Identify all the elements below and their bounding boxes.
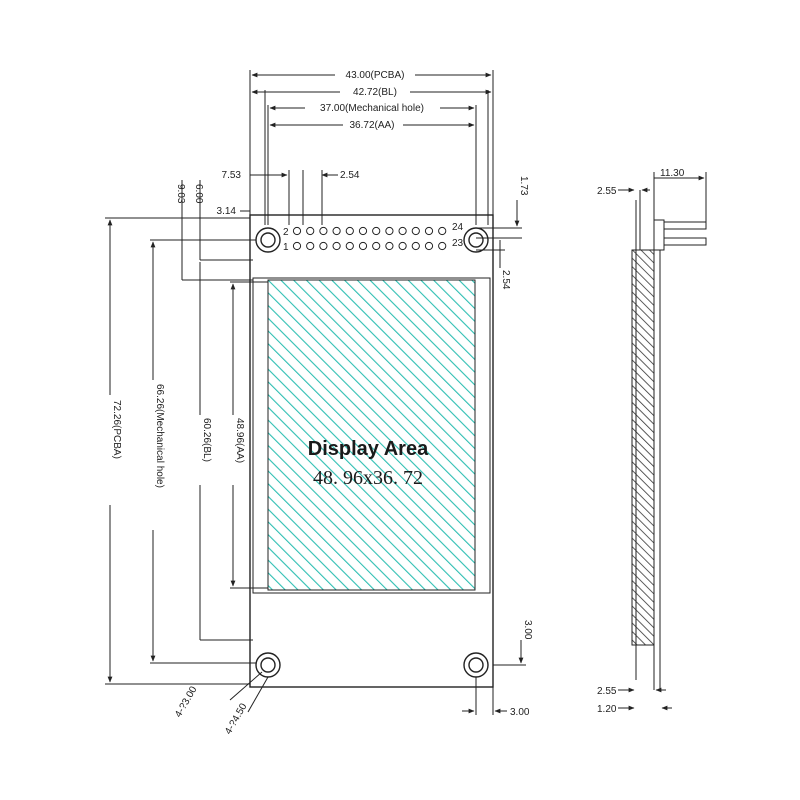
dim-300-side: 3.00 — [493, 620, 533, 666]
dim-254: 2.54 — [476, 240, 511, 290]
side-view: 11.30 2.55 2.55 1.20 — [597, 168, 707, 715]
header-pin — [345, 241, 354, 251]
header-pin — [411, 241, 420, 251]
dim-903-label: 9.03 — [175, 184, 186, 204]
dim-aa-width-label: 36.72(AA) — [349, 120, 394, 131]
dim-bl-width-label: 42.72(BL) — [353, 87, 397, 98]
header-pin — [438, 226, 447, 236]
dim-aa-height: 48.96(AA) — [226, 281, 268, 589]
dim-pcba-height-label: 72.26(PCBA) — [111, 400, 122, 459]
side-view-body — [631, 249, 655, 646]
dim-300-side-label: 3.00 — [522, 620, 533, 640]
backlight-outline — [252, 277, 491, 594]
dim-903: 9.03 — [175, 180, 253, 281]
header-pin — [385, 226, 394, 236]
header-pin — [319, 241, 328, 251]
dim-aa-width: 36.72(AA) — [269, 118, 475, 131]
side-pin-lower — [663, 237, 707, 246]
header-pin — [385, 241, 394, 251]
dim-173: 1.73 — [476, 176, 529, 239]
header-pin — [332, 226, 341, 236]
mounting-hole-bottom-right — [463, 652, 489, 678]
display-area-size: 48. 96x36. 72 — [313, 467, 423, 489]
pad-dia-label: 4-?4.50 — [223, 701, 250, 736]
hole-dia-label: 4-?3.00 — [173, 684, 200, 719]
dim-bl-height-label: 60.26(BL) — [201, 418, 212, 462]
dim-mech-hole-height: 66.26(Mechanical hole) — [146, 239, 256, 664]
dim-pin-offset: 7.53 2.54 — [222, 170, 360, 225]
header-pin — [438, 241, 447, 251]
dim-300-bottom-label: 3.00 — [510, 707, 530, 718]
header-pin — [398, 241, 407, 251]
dim-pin-offset-label: 7.53 — [222, 170, 242, 181]
dim-173-label: 1.73 — [518, 176, 529, 196]
mounting-hole-bottom-left — [255, 652, 281, 678]
pin-label-24: 24 — [452, 222, 464, 233]
dim-mech-hole-width: 37.00(Mechanical hole) — [267, 101, 477, 225]
header-pin — [292, 226, 302, 236]
pcba-outline — [249, 214, 494, 688]
dim-mech-hole-height-label: 66.26(Mechanical hole) — [154, 384, 165, 488]
dim-pin-row-offset: 3.14 — [217, 206, 250, 217]
header-pin — [424, 226, 434, 236]
header-pin — [319, 226, 328, 236]
hole-callouts: 4-?3.00 4-?4.50 — [173, 671, 269, 737]
side-bottom-thk-label: 2.55 — [597, 686, 617, 697]
pin-header — [292, 226, 447, 251]
dim-aa-height-label: 48.96(AA) — [234, 418, 245, 463]
header-pin — [292, 241, 302, 251]
dim-600: 6.00 — [193, 180, 253, 261]
dim-pin-pitch-label: 2.54 — [340, 170, 360, 181]
side-pin-upper — [663, 221, 707, 230]
header-pin — [411, 226, 420, 236]
mounting-hole-top-left — [255, 227, 281, 253]
side-base-thk-label: 1.20 — [597, 704, 617, 715]
header-pin — [398, 226, 407, 236]
side-width-label: 11.30 — [660, 168, 685, 179]
dim-pcba-height: 72.26(PCBA) — [103, 217, 250, 685]
header-pin — [424, 241, 434, 251]
side-top-thk-label: 2.55 — [597, 186, 617, 197]
header-pin — [372, 241, 381, 251]
header-pin — [332, 241, 341, 251]
pin-label-23: 23 — [452, 238, 464, 249]
dim-bl-width: 42.72(BL) — [251, 85, 492, 225]
header-pin — [358, 226, 368, 236]
header-pin — [358, 241, 368, 251]
display-active-area — [267, 279, 476, 591]
display-area-title: Display Area — [308, 438, 429, 460]
header-pin — [306, 226, 315, 236]
header-pin — [306, 241, 315, 251]
header-pin — [372, 226, 381, 236]
dim-bl-height: 60.26(BL) — [193, 262, 253, 641]
header-pin — [345, 226, 354, 236]
side-header-block — [653, 219, 665, 251]
dim-300-bottom: 3.00 — [462, 677, 530, 718]
dim-mech-hole-width-label: 37.00(Mechanical hole) — [320, 103, 424, 114]
dim-600-label: 6.00 — [193, 184, 204, 204]
dim-pcba-width: 43.00(PCBA) — [249, 68, 494, 215]
pin-label-1: 1 — [283, 242, 289, 253]
dim-254-label: 2.54 — [500, 270, 511, 290]
dim-pin-row-offset-label: 3.14 — [217, 206, 237, 217]
pin-label-2: 2 — [283, 227, 289, 238]
mounting-hole-top-right — [463, 227, 489, 253]
dim-pcba-width-label: 43.00(PCBA) — [346, 70, 405, 81]
